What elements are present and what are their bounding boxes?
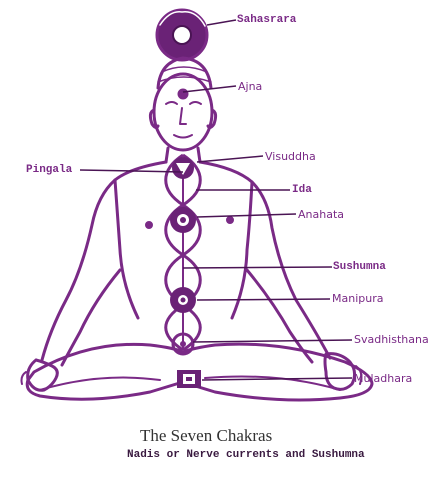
diagram-subtitle: Nadis or Nerve currents and Sushumna [127, 449, 365, 461]
muladhara-chakra [177, 370, 201, 388]
right-hand [323, 352, 363, 391]
label-sushumna: Sushumna [333, 261, 386, 273]
diagram-title: The Seven Chakras [140, 426, 273, 445]
label-visuddha: Visuddha [265, 150, 316, 163]
leader-lines [79, 19, 353, 381]
label-ajna: Ajna [238, 80, 263, 93]
nadis [164, 153, 202, 352]
label-manipura: Manipura [332, 292, 384, 305]
visuddha-chakra [172, 157, 194, 179]
figure-legs [25, 342, 374, 402]
label-anahata: Anahata [298, 208, 345, 221]
manipura-chakra [170, 287, 196, 313]
label-ida: Ida [292, 184, 312, 196]
label-svadhisthana: Svadhisthana [354, 333, 429, 346]
figure-head [148, 56, 218, 152]
left-hand [20, 358, 59, 392]
label-muladhara: Muladhara [354, 372, 413, 385]
anahata-chakra [170, 207, 196, 233]
figure-body [40, 160, 332, 367]
label-pingala: Pingala [26, 164, 73, 176]
svadhisthana-chakra [171, 332, 195, 356]
label-sahasrara: Sahasrara [237, 14, 297, 26]
sahasrara-chakra [155, 8, 209, 62]
